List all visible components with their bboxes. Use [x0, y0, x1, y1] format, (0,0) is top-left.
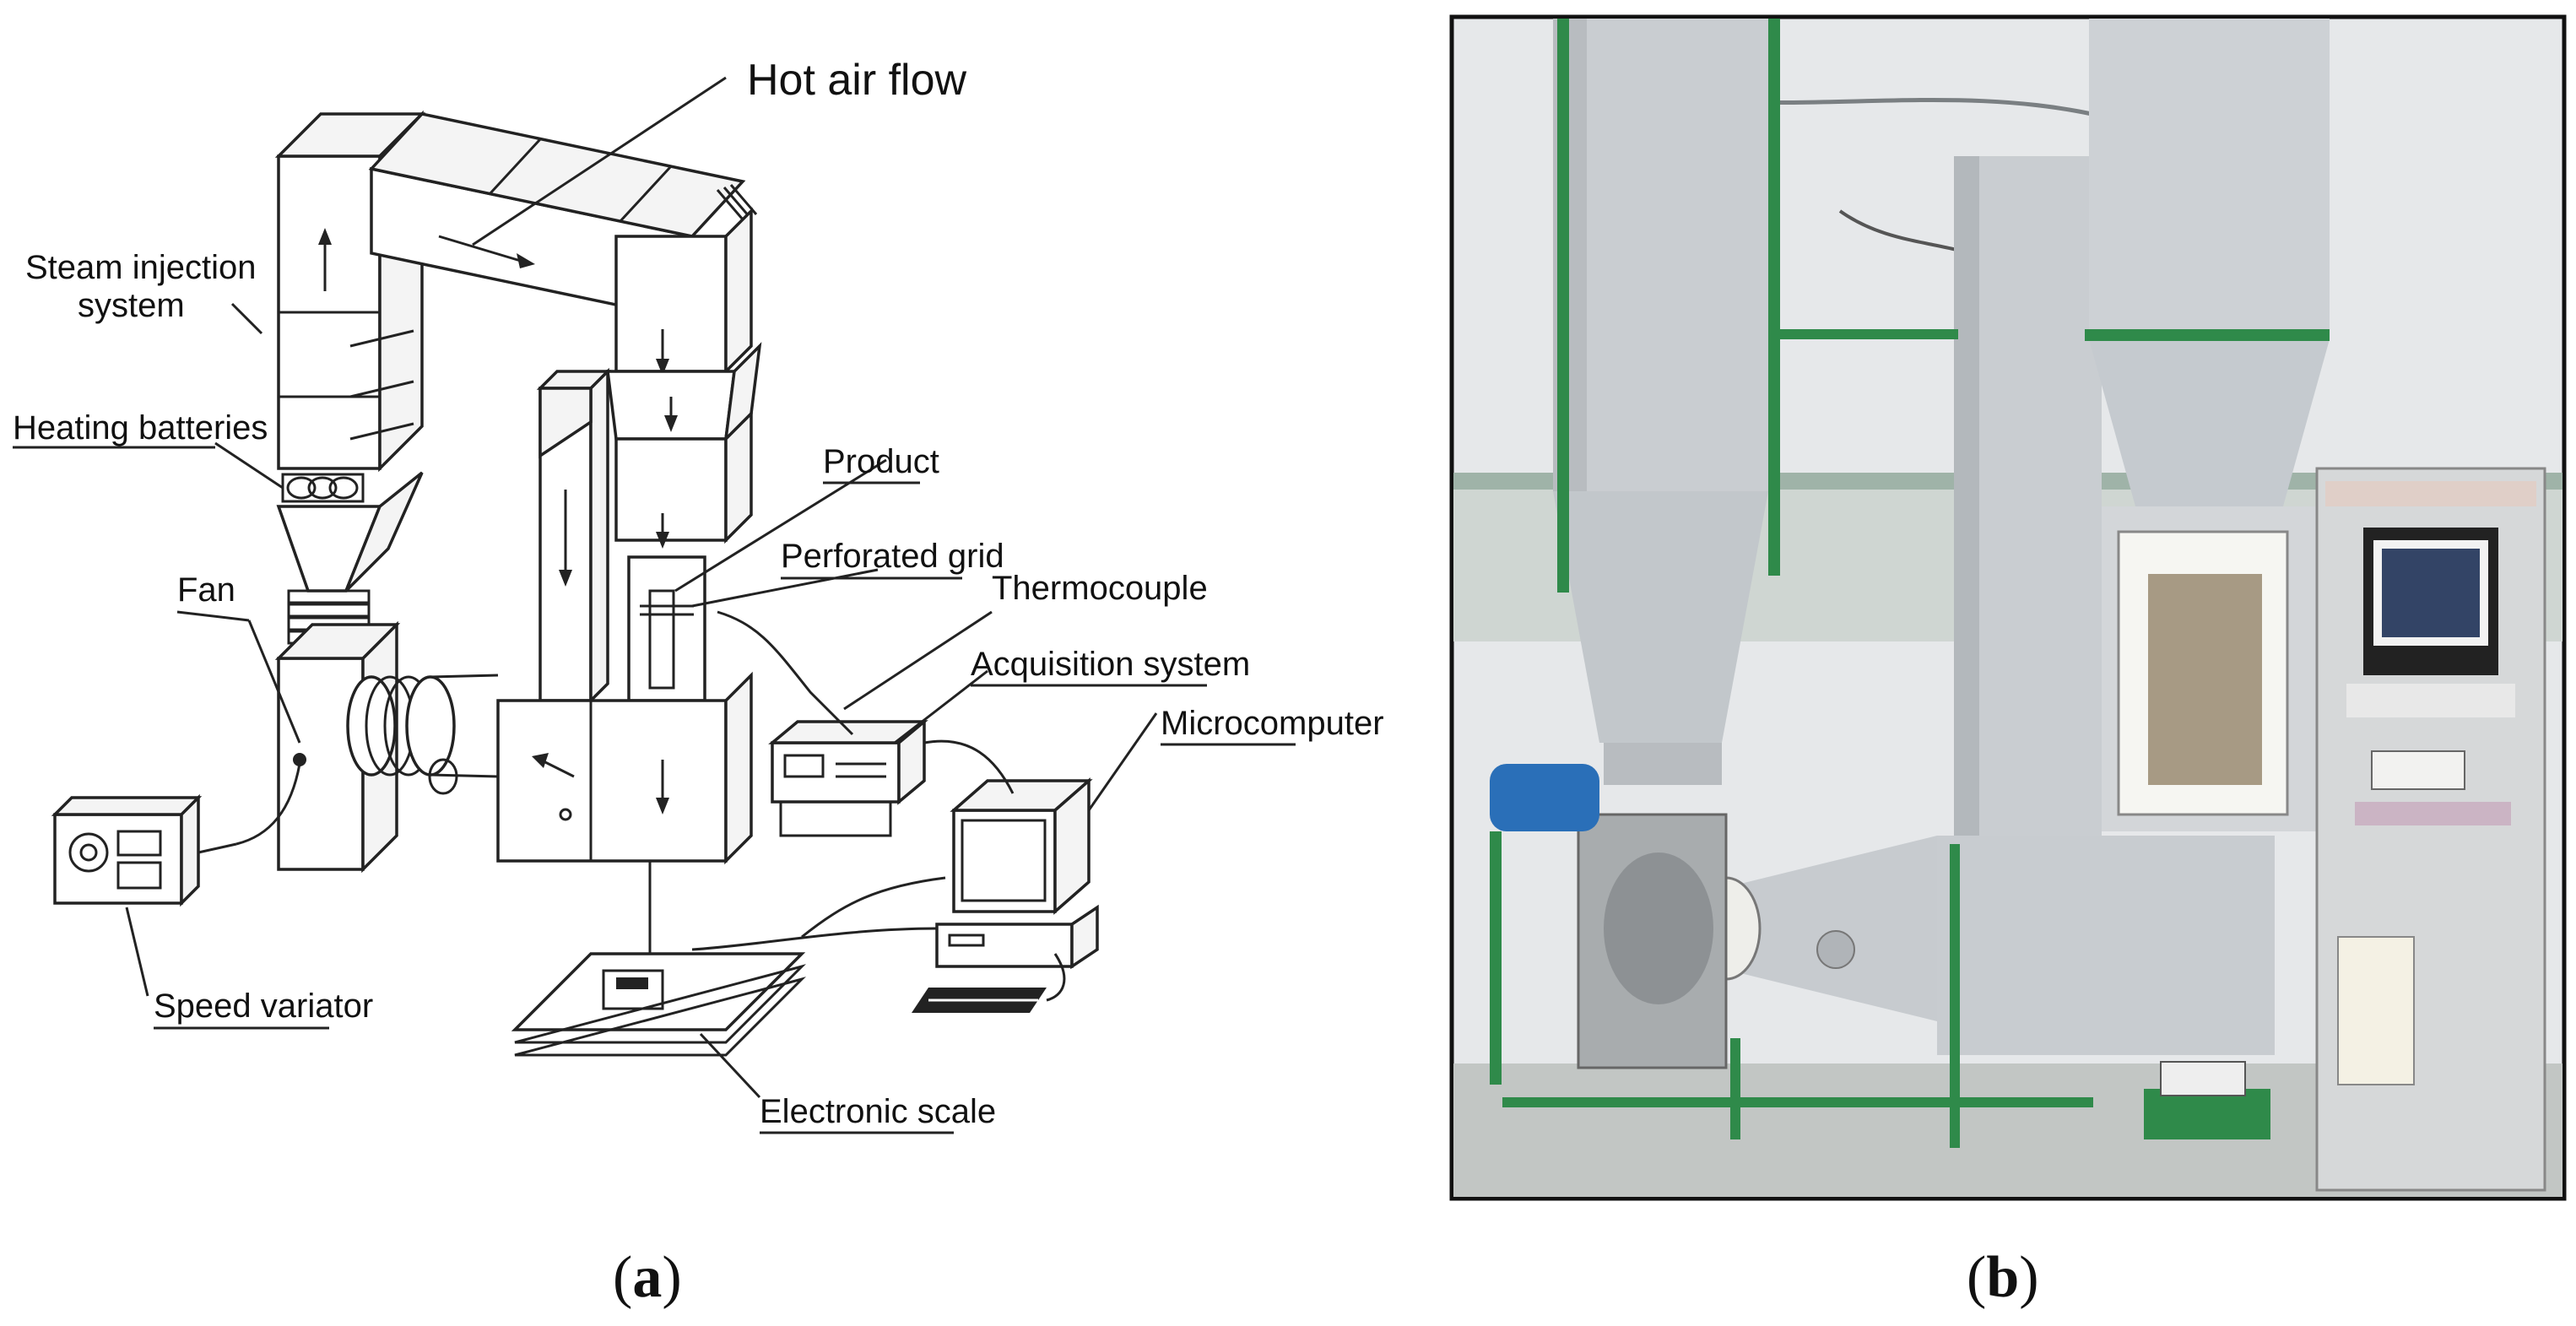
top-horizontal-duct — [368, 112, 758, 323]
panel-b-photo: (b) — [1449, 14, 2567, 1310]
bottom-plenum — [496, 671, 753, 865]
panel-a-schematic: Hot air flow Steam injection system Heat… — [13, 56, 1384, 1310]
leader-lines — [125, 76, 1158, 1099]
right-descending-duct — [606, 207, 762, 702]
wires — [691, 610, 1066, 1002]
heating-coils — [281, 473, 365, 503]
label-fan: Fan — [177, 571, 235, 609]
speed-variator-device — [51, 763, 301, 907]
label-speed-variator: Speed variator — [154, 988, 373, 1025]
label-perforated-grid: Perforated grid — [781, 538, 1004, 575]
label-steam-injection-line1: Steam injection — [25, 249, 256, 286]
label-hot-air-flow: Hot air flow — [747, 56, 967, 105]
acquisition-system-device — [768, 718, 928, 837]
label-steam-injection-line2: system — [78, 287, 185, 324]
label-product: Product — [823, 443, 939, 480]
label-electronic-scale: Electronic scale — [760, 1093, 996, 1130]
label-microcomputer: Microcomputer — [1161, 705, 1384, 742]
diagram-labels: Hot air flow Steam injection system Heat… — [13, 56, 1384, 1134]
label-heating-batteries: Heating batteries — [13, 409, 268, 447]
fan-inlet — [346, 674, 499, 795]
photo-content — [1453, 19, 2562, 1197]
label-acquisition-system: Acquisition system — [971, 646, 1250, 683]
return-column — [536, 367, 612, 705]
microcomputer-device — [912, 777, 1099, 1013]
caption-b: (b) — [1967, 1245, 2039, 1310]
electronic-scale-device — [511, 861, 806, 1057]
label-thermocouple: Thermocouple — [992, 570, 1208, 607]
caption-a: (a) — [613, 1245, 682, 1310]
left-hopper — [276, 471, 424, 645]
